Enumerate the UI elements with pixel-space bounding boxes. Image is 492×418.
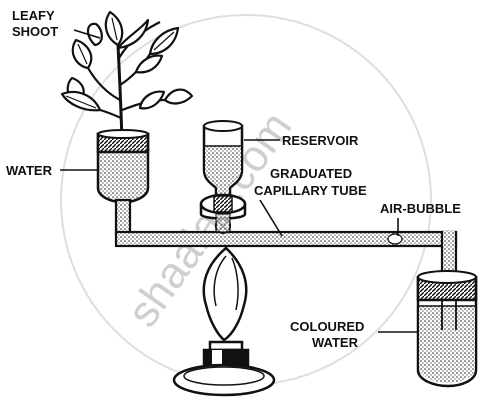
label-reservoir: RESERVOIR xyxy=(282,133,359,148)
leafy-shoot xyxy=(60,10,194,141)
leaf xyxy=(134,54,164,74)
leader-capillary xyxy=(259,199,283,237)
stand xyxy=(172,246,276,397)
leader-leafy-shoot xyxy=(73,29,101,39)
label-capillary-2: CAPILLARY TUBE xyxy=(254,183,367,198)
air-bubble xyxy=(387,233,403,245)
label-capillary-1: GRADUATED xyxy=(270,166,352,181)
coloured-water-beaker xyxy=(416,270,478,388)
leaf xyxy=(86,22,103,47)
label-leafy-shoot-1: LEAFY xyxy=(12,8,55,23)
label-leafy-shoot-2: SHOOT xyxy=(12,24,58,39)
leaf xyxy=(138,90,166,110)
label-air-bubble: AIR-BUBBLE xyxy=(380,201,461,216)
reservoir xyxy=(199,120,247,234)
leader-lines xyxy=(60,29,418,333)
leaf xyxy=(163,88,194,105)
label-coloured-1: COLOURED xyxy=(290,319,364,334)
labels: LEAFY SHOOT WATER RESERVOIR GRADUATED CA… xyxy=(6,8,461,350)
label-water: WATER xyxy=(6,163,53,178)
shoot-water-vessel xyxy=(96,129,150,236)
label-coloured-2: WATER xyxy=(312,335,359,350)
leaf xyxy=(116,18,150,50)
